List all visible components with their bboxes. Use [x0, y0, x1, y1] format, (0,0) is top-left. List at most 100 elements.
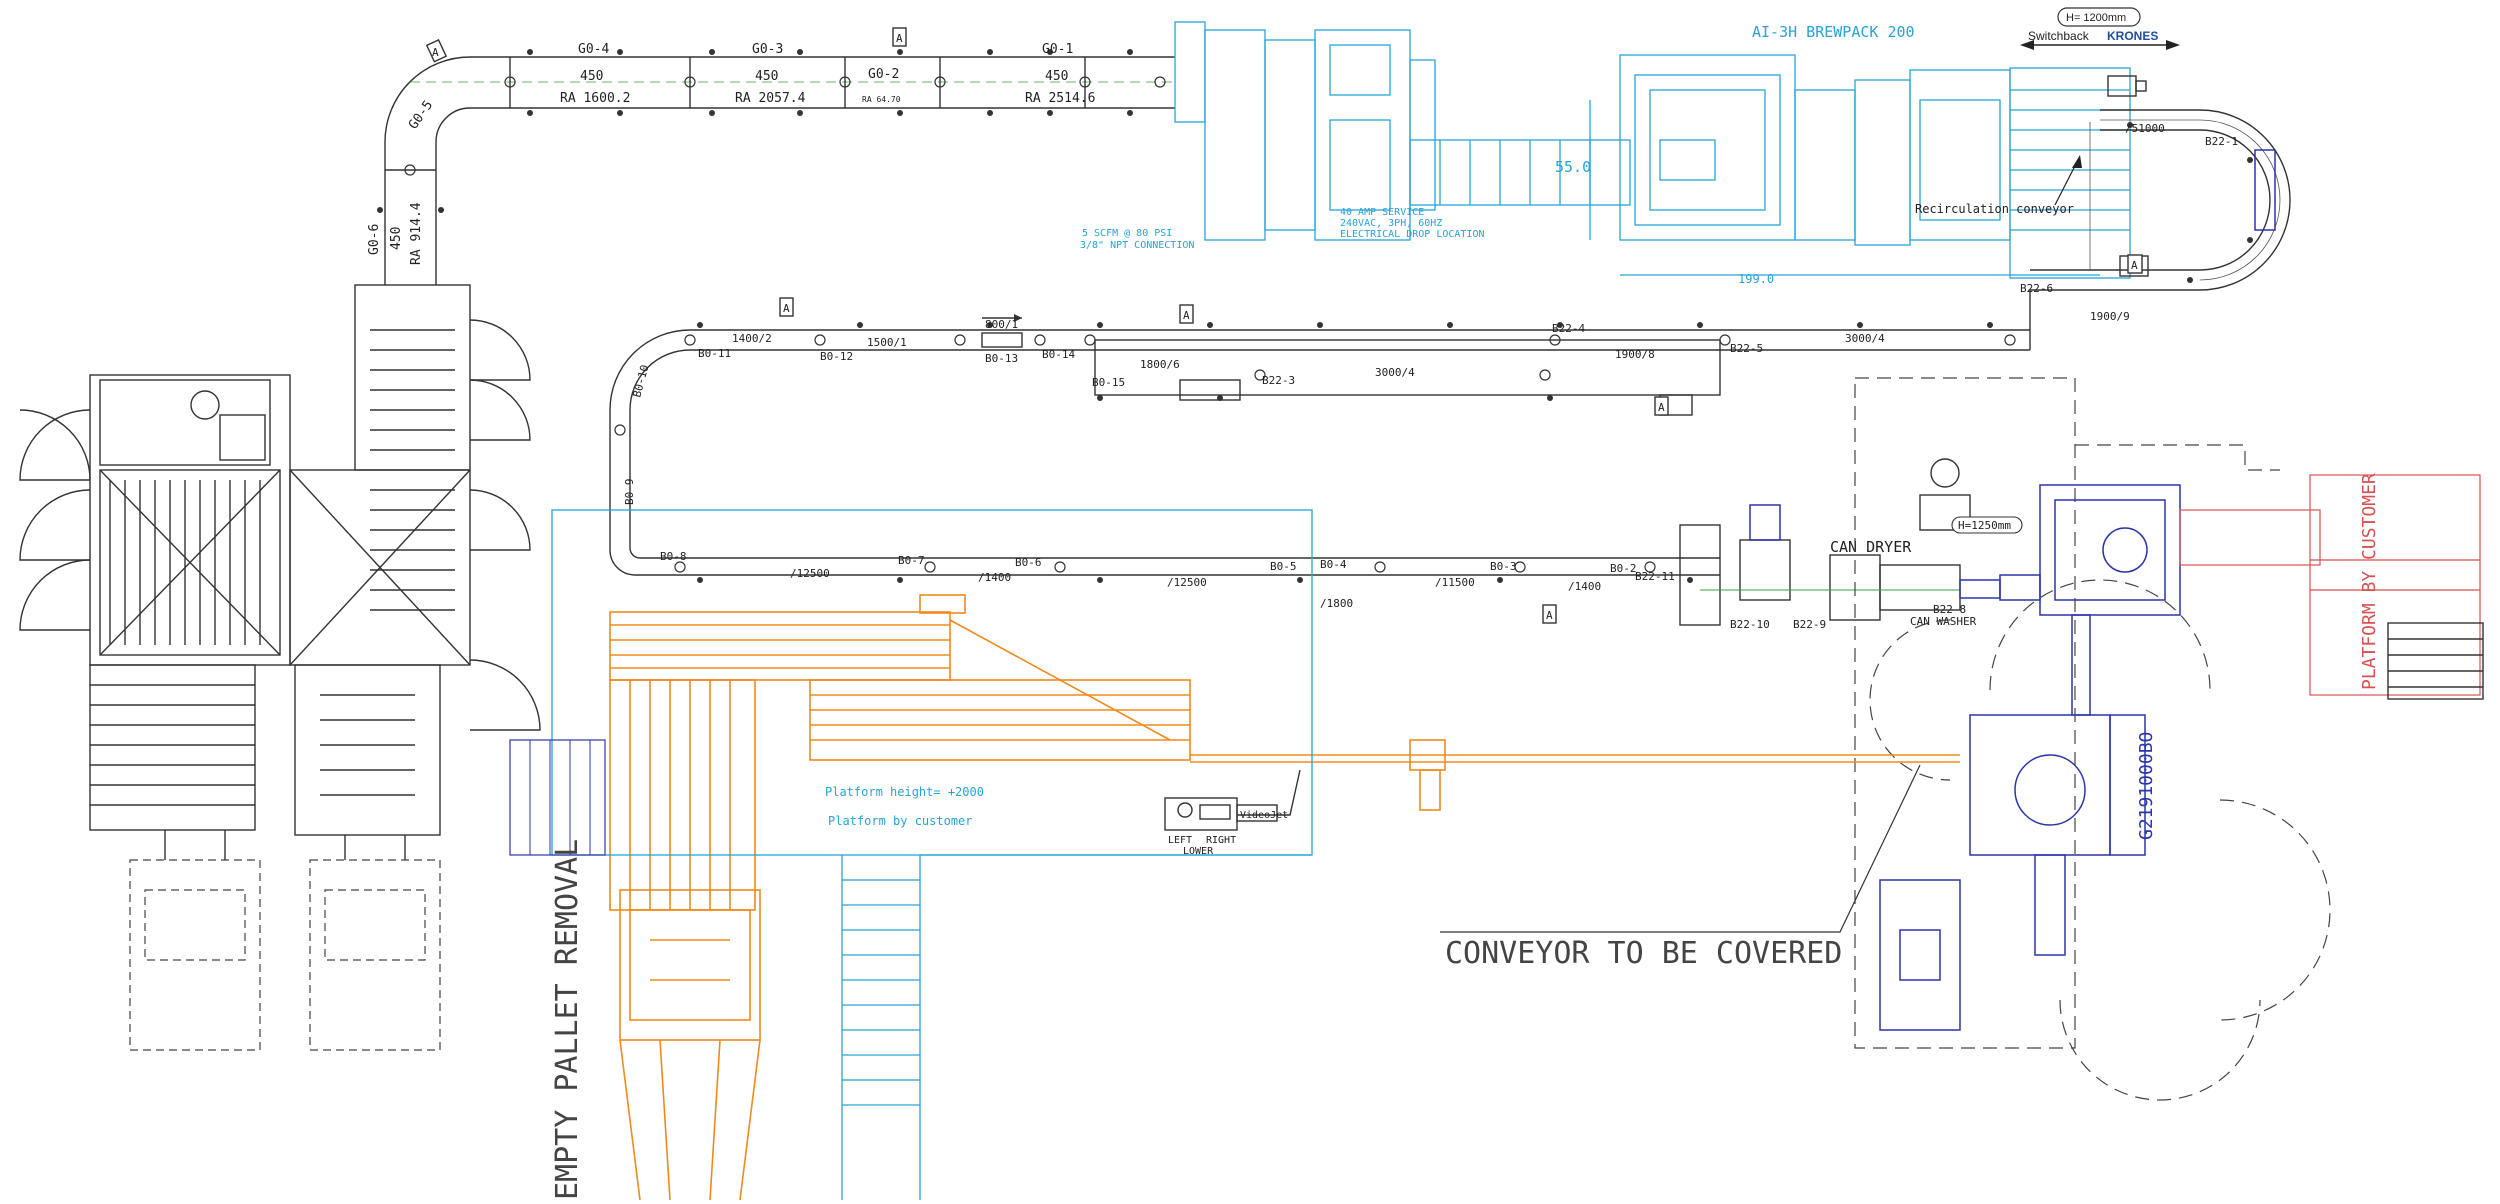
brewpack-machine[interactable] [1174, 21, 2131, 279]
label-g0-5: G0-5 [406, 98, 436, 132]
forklifts [129, 830, 441, 1051]
label-12500-a: /12500 [790, 567, 830, 580]
label-b0-2: B0-2 [1610, 562, 1637, 575]
right-label: RIGHT [1206, 835, 1236, 846]
label-450-c: 450 [1045, 69, 1068, 84]
label-b0-13: B0-13 [985, 352, 1018, 365]
conveyor-covered-leader [1440, 764, 1921, 933]
label-11500: /11500 [1435, 576, 1475, 589]
label-g0-3: G0-3 [752, 42, 783, 57]
depalletizer-left[interactable] [89, 284, 471, 836]
label-b22-5: B22-5 [1730, 342, 1763, 355]
platform-right-red [2179, 474, 2481, 696]
safety-doors-left [19, 319, 541, 731]
left-label: LEFT [1168, 835, 1192, 846]
marker-a-7: A [1542, 604, 1557, 624]
label-b0-12: B0-12 [820, 350, 853, 363]
svg-text:A: A [1658, 401, 1665, 414]
label-800-1: 800/1 [985, 318, 1018, 331]
top-conveyor[interactable] [377, 49, 1175, 285]
empty-pallet-label: EMPTY PALLET REMOVAL [550, 839, 585, 1200]
label-b22-11: B22-11 [1635, 570, 1675, 583]
orange-conveyor-system[interactable] [609, 594, 1960, 1201]
label-ra4: RA 914.4 [409, 202, 424, 265]
label-12500-b: /12500 [1167, 576, 1207, 589]
note-air-supply: 5 SCFM @ 80 PSI [1082, 228, 1172, 239]
platform-height-label: Platform height= +2000 [825, 785, 984, 799]
label-450-d: 450 [389, 227, 404, 250]
label-3000-4-a: 3000/4 [1375, 366, 1415, 379]
label-3000-4-b: 3000/4 [1845, 332, 1885, 345]
can-dryer-washer[interactable] [1679, 458, 1971, 626]
label-b0-8: B0-8 [660, 550, 687, 563]
platform-customer-vertical: PLATFORM BY CUSTOMER [2359, 473, 2380, 690]
label-1400-a: /1400 [978, 571, 1011, 584]
label-b22-6: B22-6 [2020, 282, 2053, 295]
label-450-b: 450 [755, 69, 778, 84]
marker-a-3: A [2127, 254, 2143, 274]
label-b22-10: B22-10 [1730, 618, 1770, 631]
pallet-right [2387, 622, 2484, 700]
label-b0-11: B0-11 [698, 347, 731, 360]
label-ra3: RA 2514.6 [1025, 91, 1095, 106]
label-ra1: RA 1600.2 [560, 91, 630, 106]
stairs-cyan [841, 854, 1312, 1200]
label-1400-2: 1400/2 [732, 332, 772, 345]
marker-a-5: A [1179, 304, 1194, 324]
svg-text:A: A [1546, 609, 1553, 622]
middle-conveyor[interactable] [609, 290, 2031, 583]
height-callout: H= 1200mm [2057, 7, 2141, 27]
label-b0-5: B0-5 [1270, 560, 1297, 573]
note-power-3: ELECTRICAL DROP LOCATION [1340, 229, 1485, 240]
label-b0-15: B0-15 [1092, 376, 1125, 389]
label-b0-6: B0-6 [1015, 556, 1042, 569]
svg-text:A: A [783, 302, 790, 315]
h1250-callout: H=1250mm [1951, 516, 2023, 534]
svg-text:A: A [896, 32, 903, 45]
label-1400-b: /1400 [1568, 580, 1601, 593]
marker-a-2: A [892, 27, 907, 47]
label-b22-9: B22-9 [1793, 618, 1826, 631]
note-air-connection: 3/8" NPT CONNECTION [1080, 240, 1194, 251]
brand-label: KRONES [2107, 29, 2158, 43]
label-1800-6: 1800/6 [1140, 358, 1180, 371]
recirculation-loop[interactable] [2030, 75, 2291, 291]
label-g0-2: G0-2 [868, 67, 899, 82]
label-b0-9: B0-9 [623, 479, 636, 506]
conveyor-covered-label: CONVEYOR TO BE COVERED [1445, 936, 1842, 971]
svg-text:H=1250mm: H=1250mm [1958, 519, 2011, 532]
label-recirculation: Recirculation conveyor [1915, 202, 2074, 216]
switchback-label: Switchback [2028, 29, 2090, 43]
svg-text:H= 1200mm: H= 1200mm [2066, 12, 2126, 24]
videojet-label: VideoJet [1240, 810, 1288, 821]
recirculation-pointer [2054, 155, 2082, 206]
videojet-panel[interactable] [1164, 769, 1301, 831]
svg-text:A: A [432, 46, 439, 59]
label-ra-small: RA 64.70 [862, 95, 901, 104]
marker-a-4: A [779, 297, 794, 317]
label-can-washer: CAN WASHER [1910, 615, 1977, 628]
label-ra2: RA 2057.4 [735, 91, 806, 106]
label-1900-9: 1900/9 [2090, 310, 2130, 323]
safety-zones [1854, 377, 2331, 1101]
label-b0-4: B0-4 [1320, 558, 1347, 571]
label-b22-4: B22-4 [1552, 322, 1585, 335]
machine-id: G2191000BO [2136, 732, 2157, 840]
label-g0-6: G0-6 [367, 224, 382, 255]
label-b0-14: B0-14 [1042, 348, 1075, 361]
label-b22-1: B22-1 [2205, 135, 2238, 148]
svg-text:A: A [1183, 309, 1190, 322]
label-b0-10: B0-10 [630, 363, 651, 398]
note-power-2: 240VAC, 3PH, 60HZ [1340, 218, 1442, 229]
pallet-stack-left [509, 739, 606, 856]
label-g0-4: G0-4 [578, 42, 609, 57]
filler-blue[interactable] [1879, 484, 2181, 1031]
label-g0-1: G0-1 [1042, 42, 1073, 57]
label-1800: /1800 [1320, 597, 1353, 610]
note-power-1: 40 AMP SERVICE [1340, 207, 1424, 218]
platform-by-customer-label: Platform by customer [828, 814, 973, 828]
switchback-arrow [2020, 40, 2180, 50]
svg-text:A: A [2131, 259, 2138, 272]
